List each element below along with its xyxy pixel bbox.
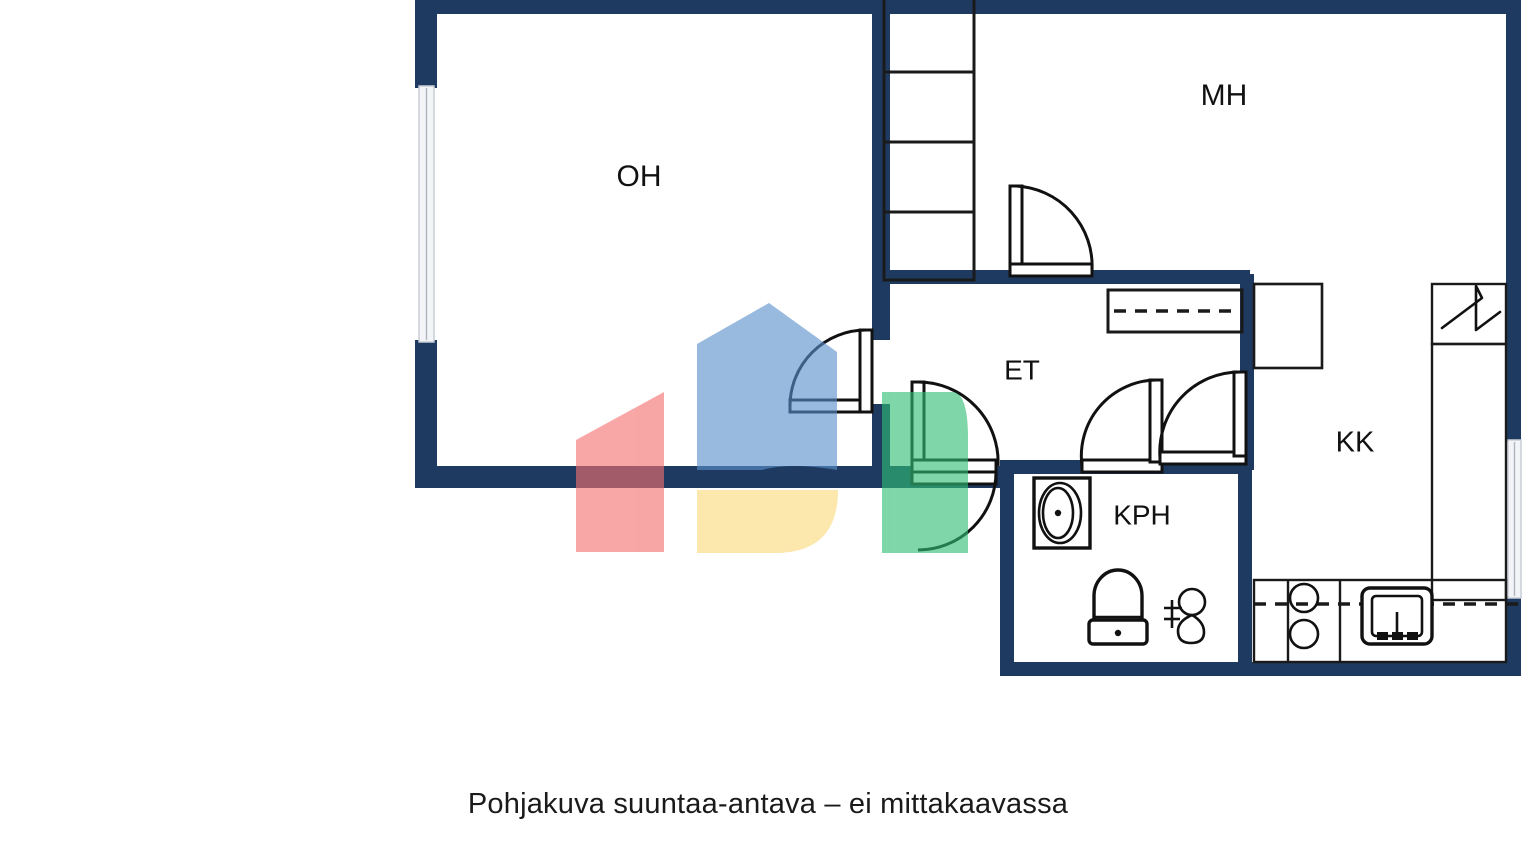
floor-drain-icon xyxy=(1164,587,1207,645)
room-label-mh: MH xyxy=(1201,79,1248,112)
logo-red-block xyxy=(576,392,664,552)
door-bathroom xyxy=(1079,378,1164,474)
logo-yellow-quarter xyxy=(697,490,838,553)
refrigerator-icon xyxy=(1440,284,1502,332)
washbasin-icon xyxy=(1032,476,1092,550)
door-kitchen xyxy=(1158,370,1248,466)
plan-caption: Pohjakuva suuntaa-antava – ei mittakaava… xyxy=(467,788,1069,820)
room-label-kph: KPH xyxy=(1113,499,1171,530)
window-left-wall xyxy=(418,85,435,343)
logo-green-block xyxy=(882,392,968,553)
stove-icon xyxy=(1288,582,1320,650)
door-bedroom xyxy=(1008,184,1094,278)
closet-icon xyxy=(1106,288,1244,334)
room-label-oh: OH xyxy=(617,160,662,193)
room-label-kk: KK xyxy=(1336,427,1375,459)
kitchen-sink-icon xyxy=(1360,586,1434,646)
logo-blue-house-shade xyxy=(697,408,837,470)
house-logo-watermark xyxy=(576,303,968,553)
logo-blue-house xyxy=(697,303,837,470)
walls xyxy=(415,0,1521,676)
window-right-wall xyxy=(1507,439,1522,599)
wardrobe-icon xyxy=(882,0,976,282)
room-label-et: ET xyxy=(1004,354,1040,385)
toilet-icon xyxy=(1087,568,1149,646)
